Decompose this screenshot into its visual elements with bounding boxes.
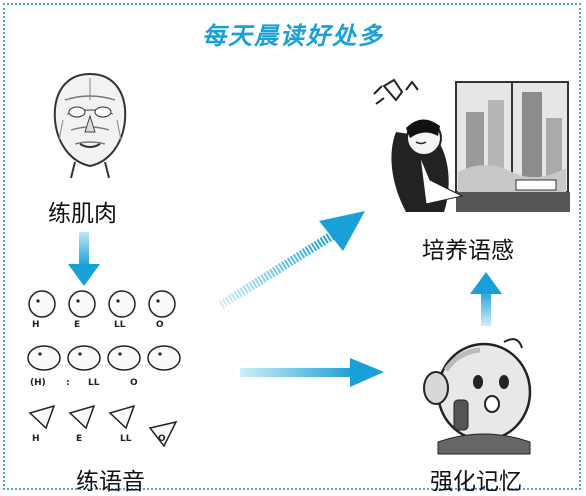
node-label-pronunciation: 练语音	[76, 469, 145, 495]
phonetic-letter: (H)	[30, 378, 46, 388]
arrow-down-muscle-to-pronunciation	[64, 230, 104, 290]
phonetic-letter: O	[130, 378, 138, 388]
phonetic-letter: H	[32, 320, 40, 330]
phonetic-letter: LL	[88, 378, 100, 388]
node-label-memory: 强化记忆	[430, 469, 522, 495]
phonetic-letter: LL	[120, 434, 132, 444]
phonetic-letter: E	[76, 434, 83, 444]
phonetic-letter: O	[156, 320, 164, 330]
listening-person-illustration	[366, 72, 571, 222]
phonetic-letter: :	[66, 378, 70, 388]
arrow-right-to-memory	[238, 355, 388, 391]
thinking-character-illustration	[418, 330, 543, 455]
phonetic-letter: O	[158, 434, 166, 444]
arrow-diagonal-to-cultivation	[215, 205, 375, 315]
diagram-title: 每天晨读好处多	[202, 21, 384, 50]
node-label-cultivation: 培养语感	[422, 238, 514, 264]
node-label-muscle: 练肌肉	[48, 201, 117, 227]
phonetic-letter: H	[32, 434, 40, 444]
phonetic-letter: E	[74, 320, 81, 330]
arrow-up-memory-to-cultivation	[466, 270, 506, 330]
pronunciation-faces-illustration	[24, 288, 184, 463]
phonetic-letter: LL	[114, 320, 126, 330]
dotted-frame	[3, 3, 581, 490]
muscle-face-illustration	[45, 70, 135, 180]
